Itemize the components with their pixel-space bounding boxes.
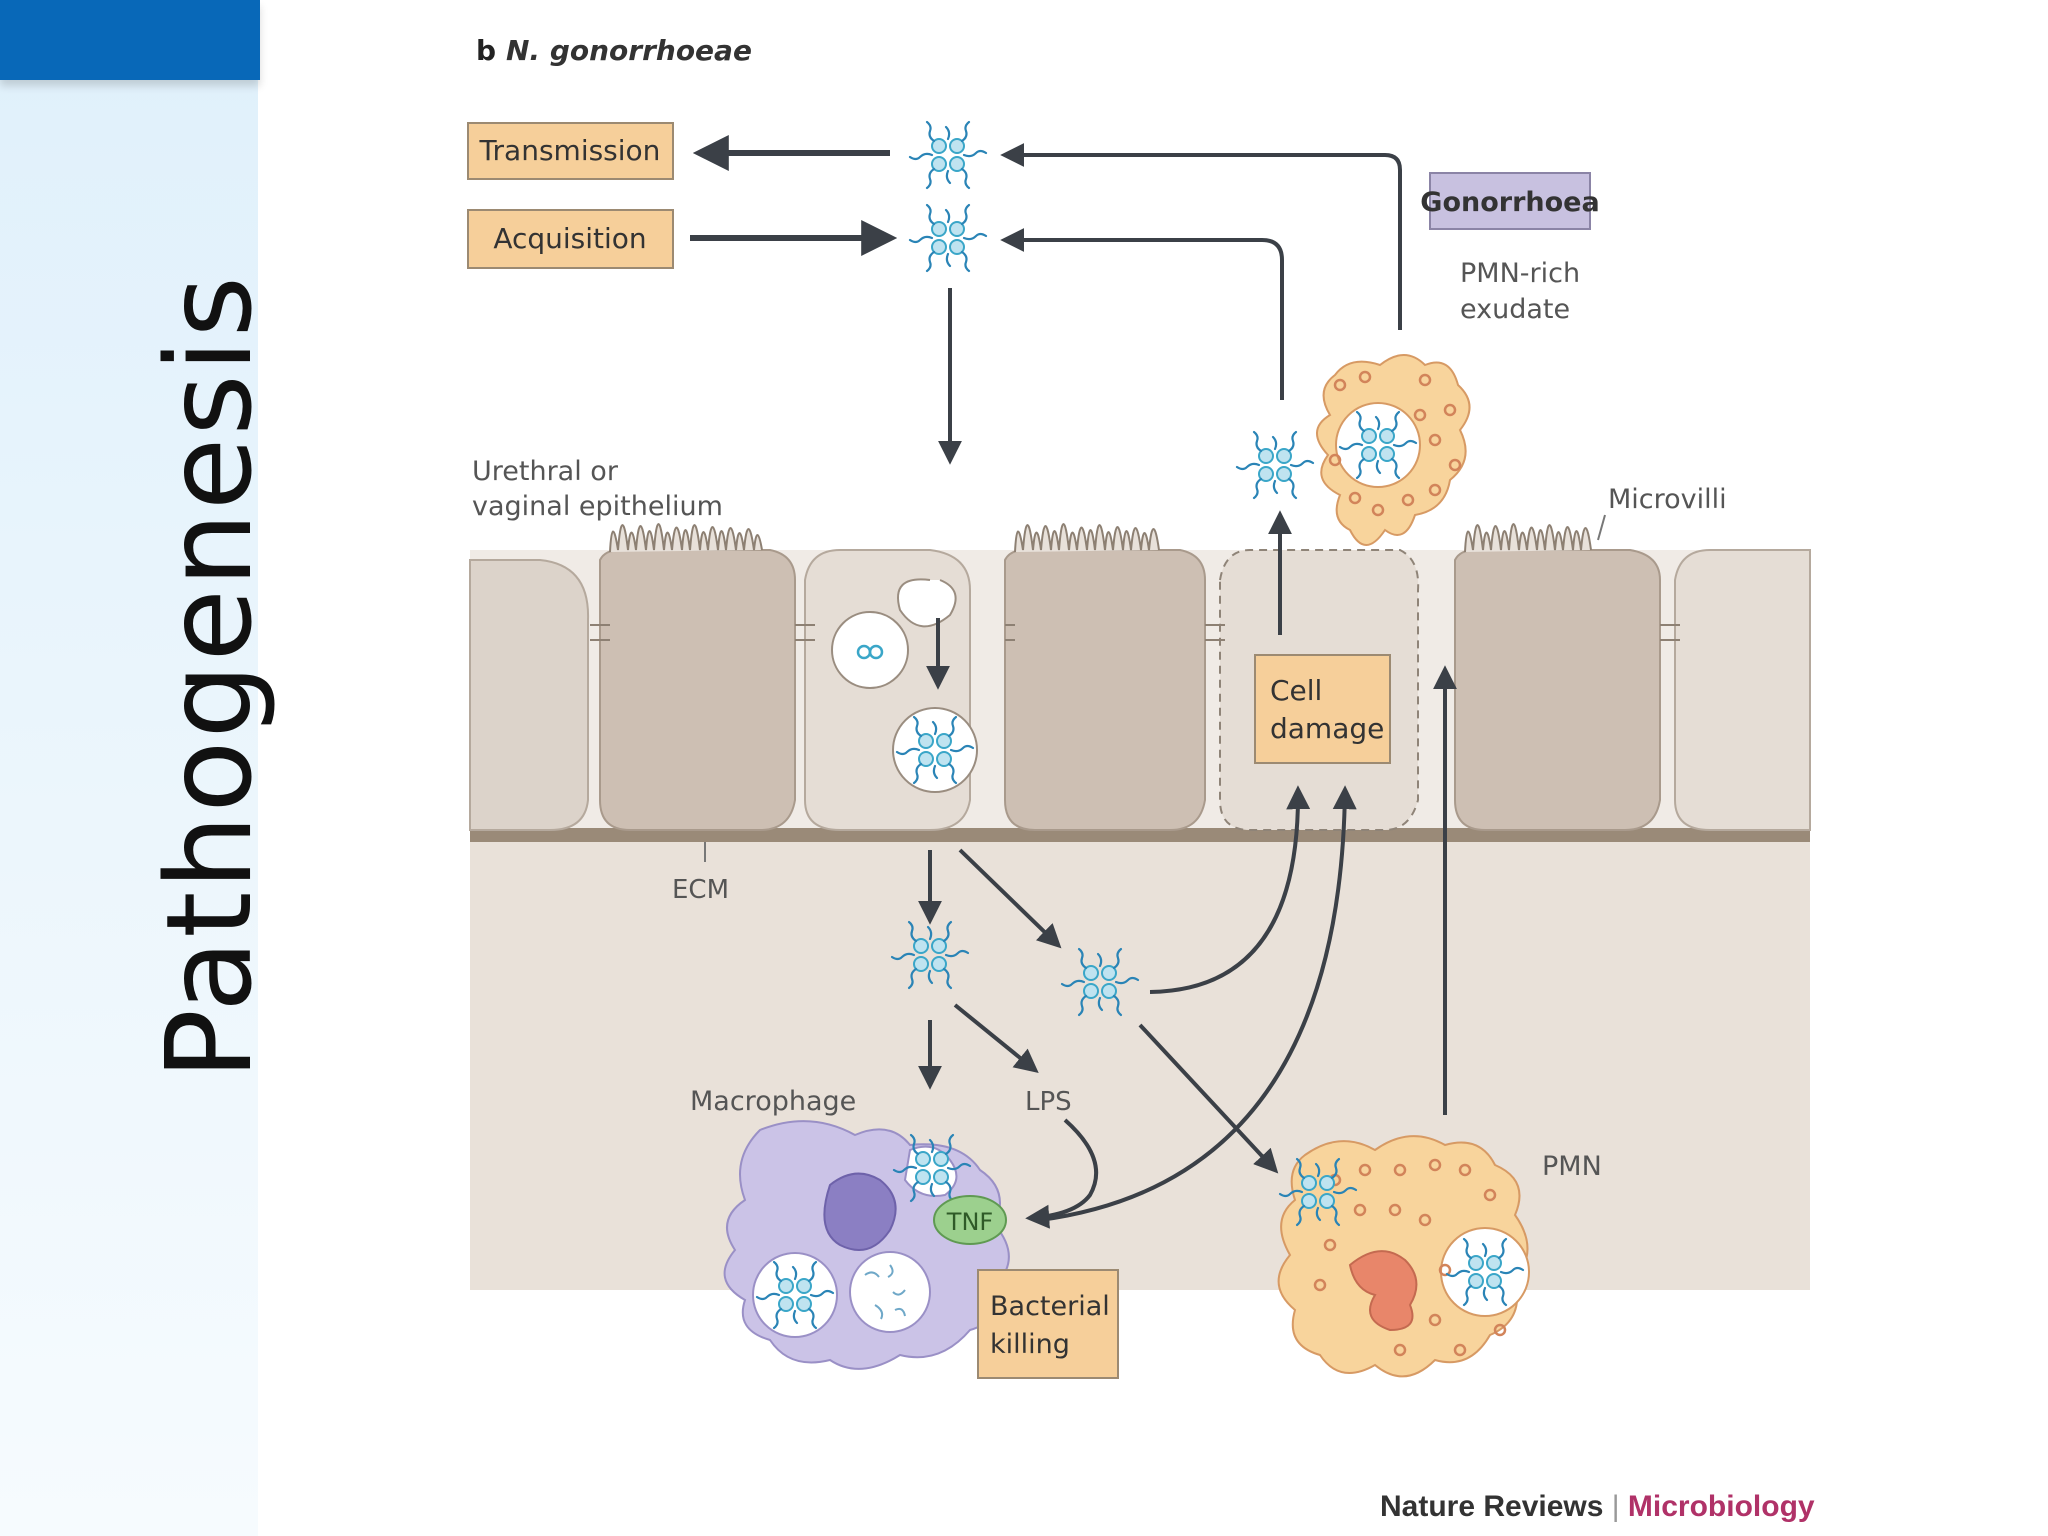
- sidebar-panel: Pathogenesis: [0, 0, 278, 1536]
- exudate-label-2: exudate: [1460, 294, 1570, 325]
- bacterial-killing-label-1: Bacterial: [990, 1291, 1110, 1322]
- exudate-label-1: PMN-rich: [1460, 258, 1580, 289]
- slide-title: Pathogenesis: [140, 273, 278, 1080]
- bacterial-killing-label-2: killing: [990, 1329, 1070, 1360]
- gonococcus-icon: [908, 203, 988, 273]
- macrophage-icon: [723, 1120, 1010, 1370]
- acquisition-box: Acquisition: [493, 222, 646, 255]
- tnf-label: TNF: [946, 1208, 993, 1236]
- figure-credit: Nature Reviews | Microbiology: [1380, 1490, 1815, 1524]
- epithelium-label-1: Urethral or: [472, 456, 619, 487]
- lps-label: LPS: [1025, 1087, 1072, 1117]
- microvilli: [609, 523, 1592, 553]
- gonococcus-icon: [908, 120, 988, 190]
- credit-section: Microbiology: [1627, 1490, 1815, 1523]
- epithelium-label-2: vaginal epithelium: [472, 491, 723, 522]
- pmn-icon: [1277, 1135, 1530, 1378]
- panel-letter: b: [476, 34, 496, 67]
- cell-damage-label-2: damage: [1270, 712, 1384, 745]
- pathogenesis-figure: b N. gonorrhoeae Transmission Acquisitio…: [460, 20, 1820, 1520]
- ecm-label: ECM: [672, 875, 729, 905]
- macrophage-label: Macrophage: [690, 1086, 856, 1117]
- sidebar-accent-bar: [0, 0, 260, 80]
- credit-separator: |: [1611, 1490, 1620, 1523]
- epithelial-cells: [469, 549, 1811, 831]
- organism-name: N. gonorrhoeae: [506, 34, 752, 67]
- cell-damage-label-1: Cell: [1270, 674, 1322, 707]
- gonococcus-icon: [1235, 430, 1315, 500]
- microvilli-label: Microvilli: [1608, 484, 1727, 515]
- pmn-label: PMN: [1542, 1151, 1602, 1182]
- gonorrhoea-box: Gonorrhoea: [1420, 187, 1599, 218]
- transmission-box: Transmission: [479, 134, 661, 167]
- credit-journal: Nature Reviews: [1380, 1490, 1604, 1523]
- figure-svg: b N. gonorrhoeae Transmission Acquisitio…: [467, 34, 1811, 1379]
